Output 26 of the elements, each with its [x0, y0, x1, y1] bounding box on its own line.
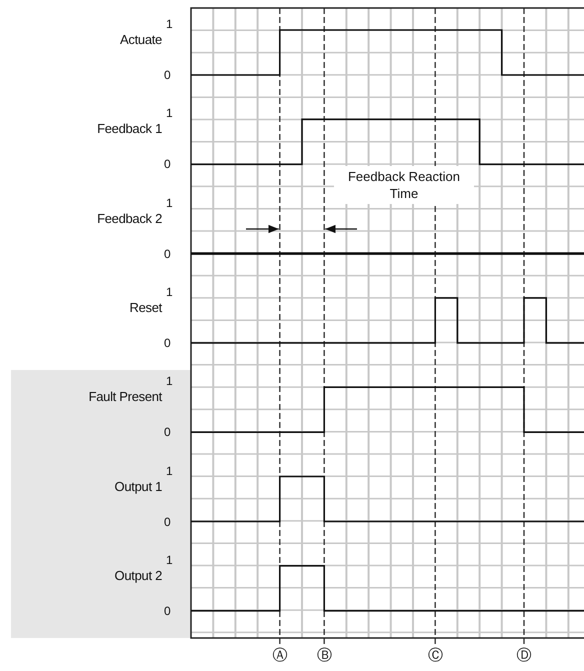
- dimension-label: Feedback Reaction Time: [334, 166, 474, 204]
- level-label: 0: [164, 157, 170, 172]
- event-marker: Ⓓ: [516, 648, 532, 663]
- level-label: 0: [164, 246, 170, 262]
- signal-name: Output 2: [114, 568, 162, 583]
- signal-name: Feedback 1: [97, 121, 162, 136]
- level-label: 0: [164, 336, 170, 351]
- level-label: 0: [164, 604, 170, 619]
- level-label: 1: [166, 284, 172, 300]
- signal-name: Feedback 2: [97, 210, 162, 226]
- level-label: 0: [164, 514, 170, 530]
- level-label: 1: [166, 374, 172, 390]
- event-marker: Ⓐ: [272, 648, 288, 663]
- level-label: 0: [164, 68, 170, 83]
- signal-name: Reset: [130, 300, 162, 315]
- event-marker: Ⓑ: [316, 648, 332, 663]
- signal-name: Output 1: [114, 478, 162, 494]
- event-marker: Ⓒ: [427, 648, 444, 663]
- level-label: 0: [164, 425, 170, 440]
- level-label: 1: [166, 106, 172, 122]
- signal-name: Actuate: [120, 32, 162, 47]
- signal-name: Fault Present: [88, 389, 162, 404]
- level-label: 1: [166, 17, 172, 32]
- level-label: 1: [166, 196, 172, 211]
- level-label: 1: [166, 464, 172, 478]
- level-label: 1: [166, 552, 172, 568]
